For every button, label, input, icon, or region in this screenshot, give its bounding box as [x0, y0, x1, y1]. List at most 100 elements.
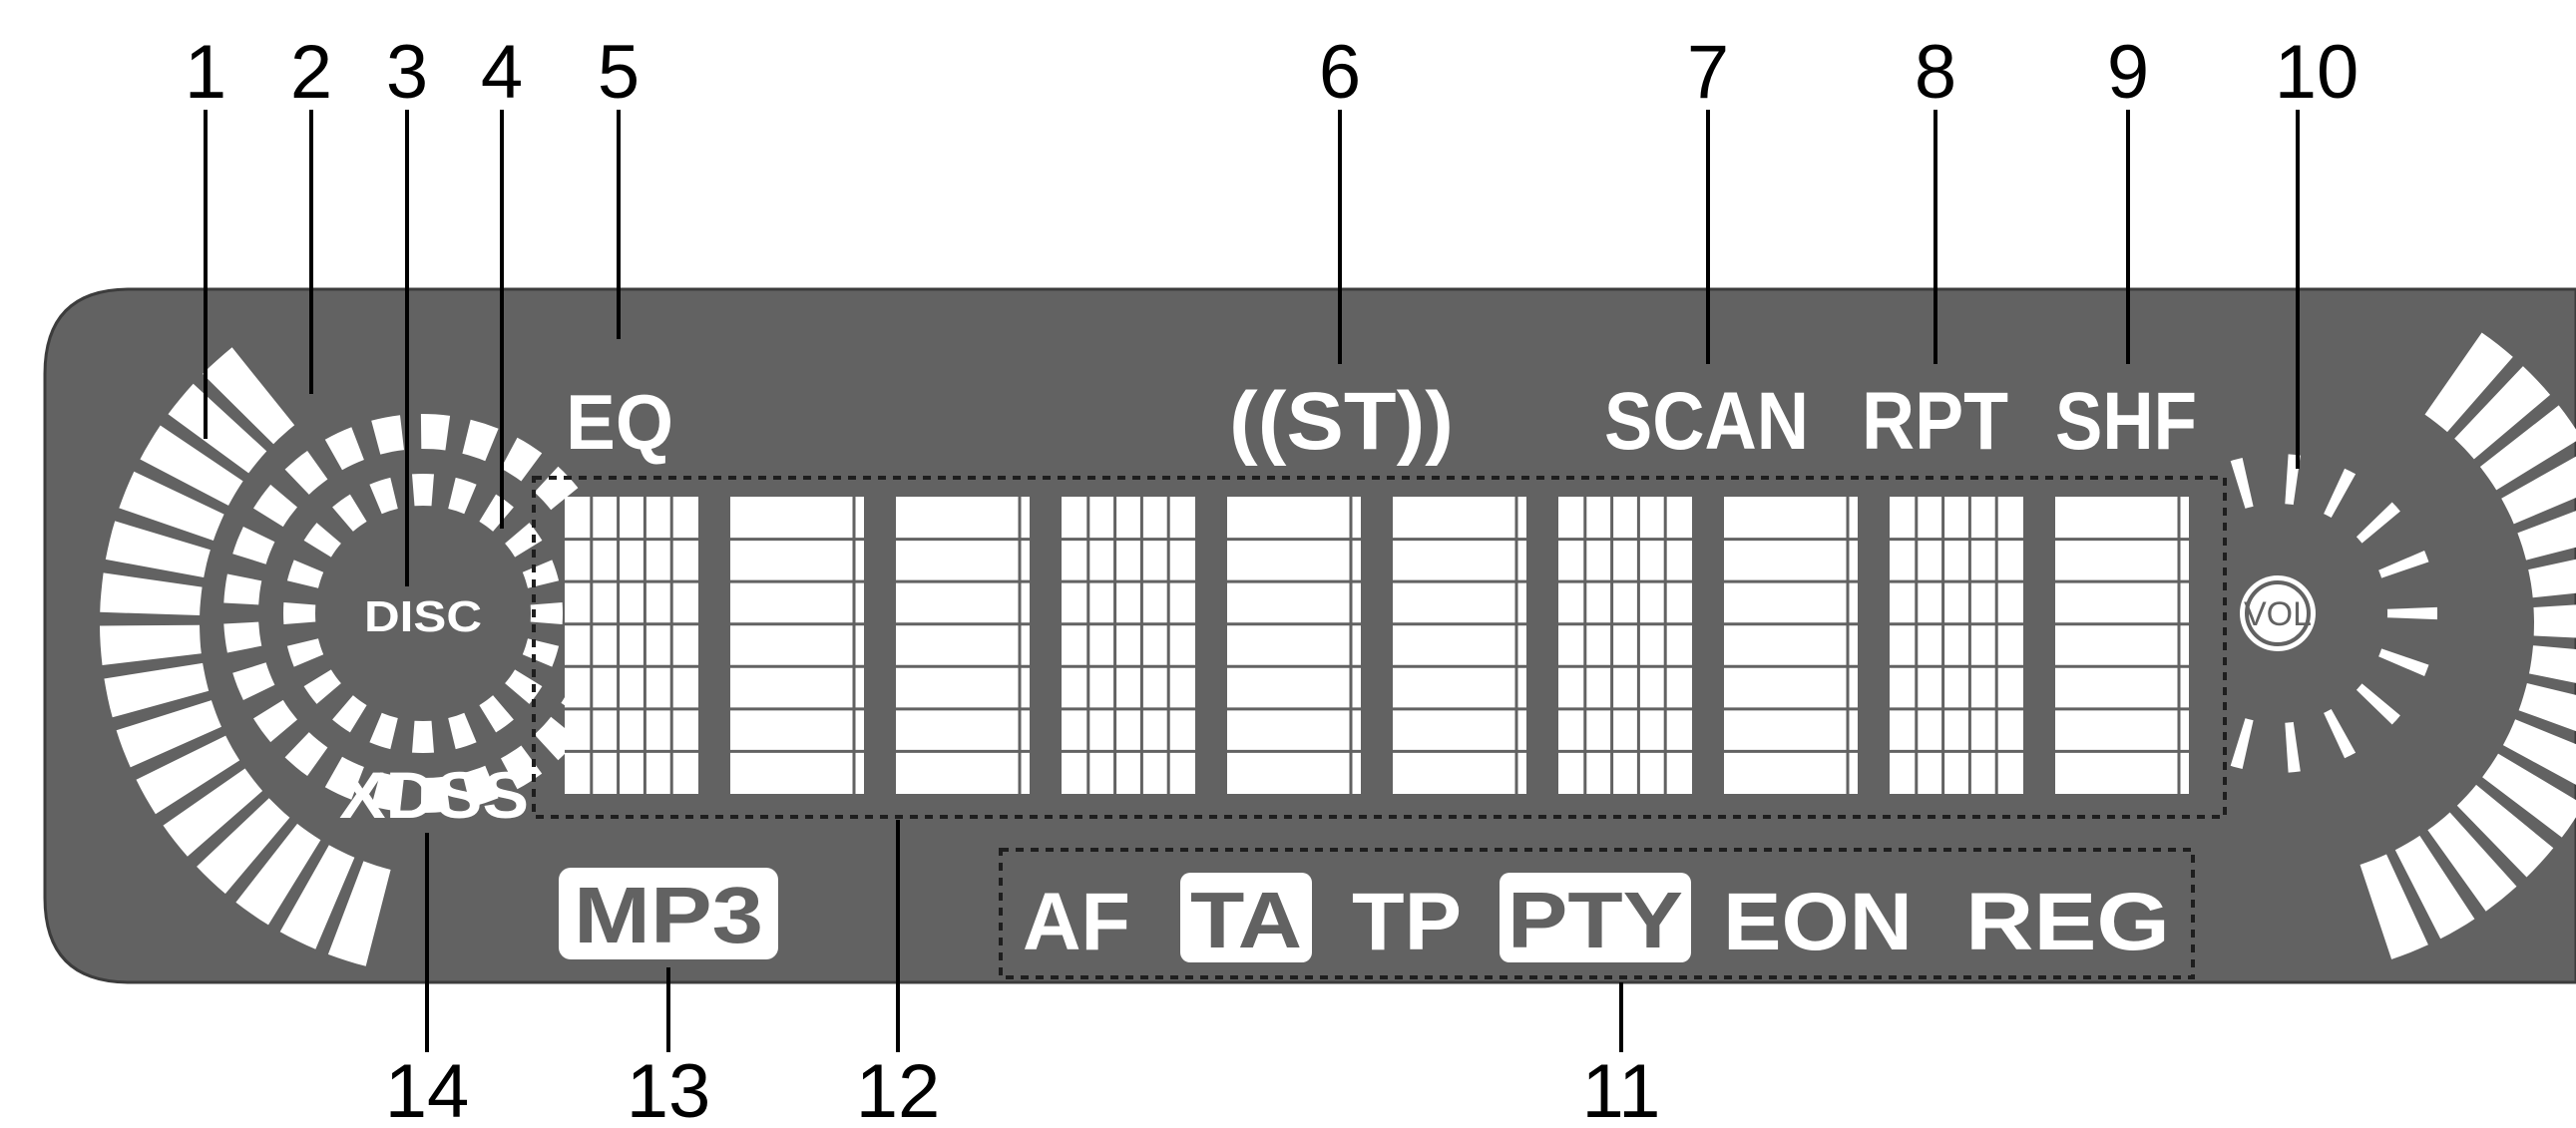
disc-outer-segment-4 — [420, 776, 451, 813]
disc-outer-segment-8 — [253, 699, 297, 743]
vol-ring-tick-6 — [2378, 648, 2429, 676]
vol-ring-tick-3 — [2356, 502, 2400, 544]
ta-indicator: TA — [1190, 876, 1302, 964]
vol-label: VOL — [2244, 595, 2312, 633]
disc-inner-ring — [283, 474, 563, 753]
left-arc-segment-11 — [197, 798, 290, 895]
leader-lines — [204, 110, 2300, 1052]
disc-inner-segment-9 — [286, 638, 324, 667]
right-segment-arc — [2360, 332, 2576, 959]
vol-ring-tick-8 — [2324, 709, 2357, 759]
left-arc-segment-0 — [203, 347, 295, 445]
callout-3: 3 — [386, 30, 428, 115]
right-arc-segment-11 — [2456, 784, 2554, 878]
callout-10: 10 — [2275, 30, 2360, 115]
callout-11: 11 — [1582, 1049, 1661, 1128]
disc-outer-segment-5 — [371, 772, 404, 812]
char-cell-bg — [565, 497, 698, 794]
right-arc-segment-0 — [2424, 332, 2513, 433]
char-cell-bg — [1558, 497, 1692, 794]
right-arc-segment-2 — [2479, 405, 2576, 491]
disc-inner-segment-3 — [479, 695, 514, 733]
callout-2: 2 — [290, 30, 332, 115]
disc-inner-segment-14 — [369, 477, 398, 515]
callout-1: 1 — [185, 30, 226, 115]
left-arc-segment-2 — [140, 425, 243, 506]
right-arc-segment-1 — [2454, 366, 2551, 460]
pty-badge-bg — [1500, 873, 1691, 962]
right-arc-segment-5 — [2528, 559, 2576, 598]
shf-indicator: SHF — [2055, 376, 2197, 467]
xdss-indicator: XDSS — [339, 758, 529, 832]
disc-inner-segment-13 — [332, 494, 367, 532]
rds-indicator-frame — [999, 848, 2195, 979]
left-segment-arc — [100, 347, 391, 966]
left-arc-segment-13 — [279, 845, 355, 949]
char-cell-bg — [1227, 497, 1361, 794]
disc-outer-segment-6 — [324, 756, 364, 800]
char-cell-4 — [1227, 497, 1361, 794]
right-arc-segment-12 — [2427, 812, 2517, 912]
left-arc-segment-8 — [116, 700, 221, 768]
char-cell-8 — [1890, 497, 2023, 794]
char-cell-bg — [2055, 497, 2189, 794]
callout-5: 5 — [598, 30, 640, 115]
callout-6: 6 — [1319, 30, 1361, 115]
char-cell-5 — [1393, 497, 1526, 794]
disc-outer-segment-14 — [284, 451, 328, 495]
disc-outer-segment-19 — [501, 437, 543, 482]
vol-icon-outer — [2240, 575, 2316, 651]
disc-outer-segment-13 — [253, 484, 297, 528]
callout-4: 4 — [481, 30, 523, 115]
right-arc-segment-10 — [2482, 753, 2576, 838]
disc-outer-segment-3 — [462, 765, 499, 808]
left-arc-segment-10 — [163, 768, 263, 857]
right-arc-segment-14 — [2360, 854, 2428, 959]
vol-ring-tick-0 — [2230, 458, 2254, 509]
right-arc-segment-13 — [2394, 835, 2475, 940]
disc-outer-segment-15 — [324, 427, 364, 471]
eon-indicator: EON — [1723, 877, 1913, 967]
eq-indicator: EQ — [566, 378, 673, 466]
left-arc-segment-6 — [100, 624, 202, 665]
vol-ring-tick-9 — [2285, 721, 2301, 773]
callout-8: 8 — [1915, 30, 1956, 115]
right-arc-segment-3 — [2501, 456, 2576, 525]
left-arc-segment-5 — [100, 572, 203, 615]
char-cell-2 — [896, 497, 1030, 794]
disc-inner-segment-15 — [412, 474, 434, 507]
callout-7: 7 — [1687, 30, 1729, 115]
disc-outer-segment-7 — [284, 732, 328, 776]
disc-inner-segment-16 — [448, 477, 477, 515]
disc-inner-segment-12 — [303, 523, 341, 558]
af-indicator: AF — [1023, 877, 1130, 967]
tp-indicator: TP — [1352, 877, 1462, 967]
disc-inner-segment-4 — [448, 712, 477, 750]
vol-ring-tick-4 — [2378, 551, 2429, 578]
char-cell-bg — [896, 497, 1030, 794]
disc-inner-segment-5 — [412, 720, 434, 753]
char-cell-9 — [2055, 497, 2189, 794]
right-arc-segment-9 — [2502, 719, 2576, 785]
vol-ring-tick-2 — [2324, 468, 2357, 518]
char-cell-7 — [1724, 497, 1858, 794]
ta-badge-bg — [1180, 873, 1312, 962]
left-arc-segment-4 — [105, 521, 211, 577]
callout-12: 12 — [856, 1049, 941, 1128]
right-arc-segment-7 — [2529, 645, 2576, 683]
right-arc-segment-8 — [2518, 683, 2576, 732]
char-cell-6 — [1558, 497, 1692, 794]
disc-inner-segment-2 — [505, 669, 543, 704]
disc-inner-segment-0 — [530, 602, 563, 624]
disc-outer-segment-2 — [501, 745, 543, 790]
left-arc-segment-1 — [168, 383, 267, 474]
callout-13: 13 — [627, 1049, 711, 1128]
disc-outer-segment-16 — [371, 415, 404, 455]
disc-inner-segment-1 — [522, 638, 560, 667]
callout-9: 9 — [2107, 30, 2149, 115]
stereo-indicator: ((ST)) — [1229, 376, 1454, 467]
right-arc-segment-6 — [2533, 604, 2576, 638]
disc-inner-segment-8 — [303, 669, 341, 704]
char-display-cells — [565, 497, 2189, 794]
